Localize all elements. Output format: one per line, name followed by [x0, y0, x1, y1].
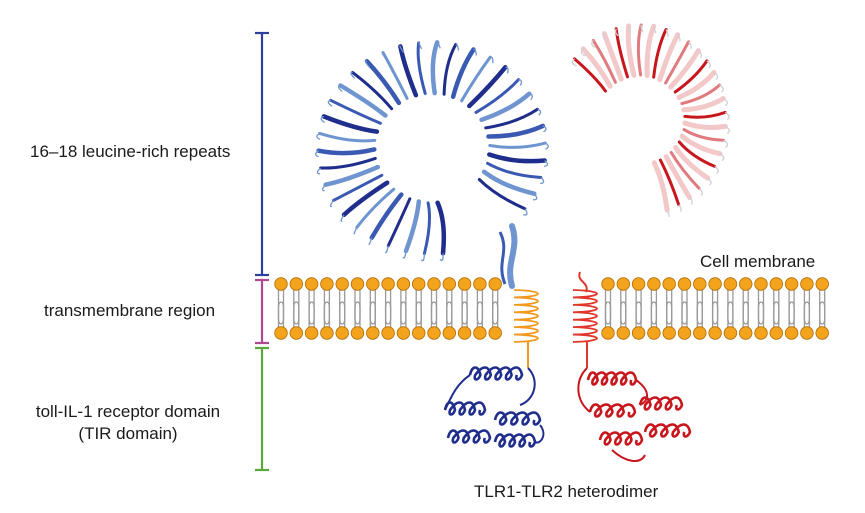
lrr-label: 16–18 leucine-rich repeats	[30, 142, 231, 161]
tir-label-line2: (TIR domain)	[78, 424, 178, 443]
tlr2-ectodomain-icon	[571, 23, 731, 218]
tir-bracket	[255, 346, 269, 472]
transmembrane-label: transmembrane region	[44, 301, 216, 320]
transmembrane-helices-icon	[513, 271, 598, 368]
membrane-label: Cell membrane	[700, 252, 816, 271]
tir-domains-icon	[443, 366, 692, 462]
lipid-bilayer-icon	[274, 277, 829, 340]
tir-label-line1: toll-IL-1 receptor domain	[35, 402, 221, 421]
tlr1-ectodomain-icon	[314, 40, 549, 289]
figure-caption: TLR1-TLR2 heterodimer	[474, 482, 659, 501]
transmembrane-bracket	[255, 278, 269, 345]
tir-label: toll-IL-1 receptor domain (TIR domain)	[22, 401, 234, 445]
lrr-bracket	[255, 31, 269, 277]
